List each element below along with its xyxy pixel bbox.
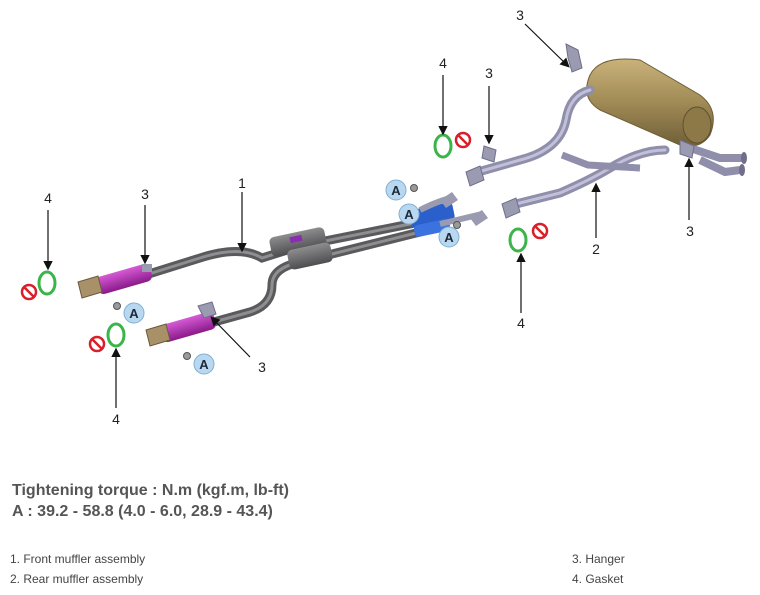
hanger-front-lower: [197, 301, 217, 319]
callout-3: 3: [258, 359, 266, 375]
legend-right: 3. Hanger 4. Gasket: [572, 549, 625, 589]
legend-item: 2. Rear muffler assembly: [10, 572, 144, 586]
hanger-front-upper: [142, 264, 152, 272]
callout-1: 1: [238, 175, 246, 191]
callout-4: 4: [517, 315, 525, 331]
no-reuse-icon: [20, 131, 549, 353]
torque-label-A: A: [444, 230, 454, 245]
rear-muffler-assembly: [465, 43, 747, 219]
nut-icon: [113, 184, 461, 360]
callout-4: 4: [44, 190, 52, 206]
torque-label-A: A: [129, 306, 139, 321]
leader-lines: [43, 23, 694, 408]
torque-spec: Tightening torque : N.m (kgf.m, lb-ft) A…: [12, 480, 289, 522]
exhaust-diagram: A A A A A 1 2 3 3 3 3 3 4 4 4 4: [20, 7, 747, 427]
callout-3: 3: [141, 186, 149, 202]
legend-item: 3. Hanger: [572, 552, 625, 566]
front-muffler-assembly: [77, 192, 488, 347]
callout-2: 2: [592, 241, 600, 257]
legend-left: 1. Front muffler assembly 2. Rear muffle…: [10, 549, 145, 589]
callout-4: 4: [112, 411, 120, 427]
callout-3: 3: [485, 65, 493, 81]
legend-item: 1. Front muffler assembly: [10, 552, 146, 566]
torque-label-A: A: [391, 183, 401, 198]
legend-item: 4. Gasket: [572, 572, 624, 586]
callout-4: 4: [439, 55, 447, 71]
torque-marker-icon: [123, 179, 460, 375]
torque-label-A: A: [404, 207, 414, 222]
torque-label-A: A: [199, 357, 209, 372]
torque-heading: Tightening torque : N.m (kgf.m, lb-ft): [12, 482, 289, 499]
callout-3: 3: [686, 223, 694, 239]
torque-value: A : 39.2 - 58.8 (4.0 - 6.0, 28.9 - 43.4): [12, 503, 273, 520]
callout-3: 3: [516, 7, 524, 23]
gasket-icon: [37, 133, 528, 348]
